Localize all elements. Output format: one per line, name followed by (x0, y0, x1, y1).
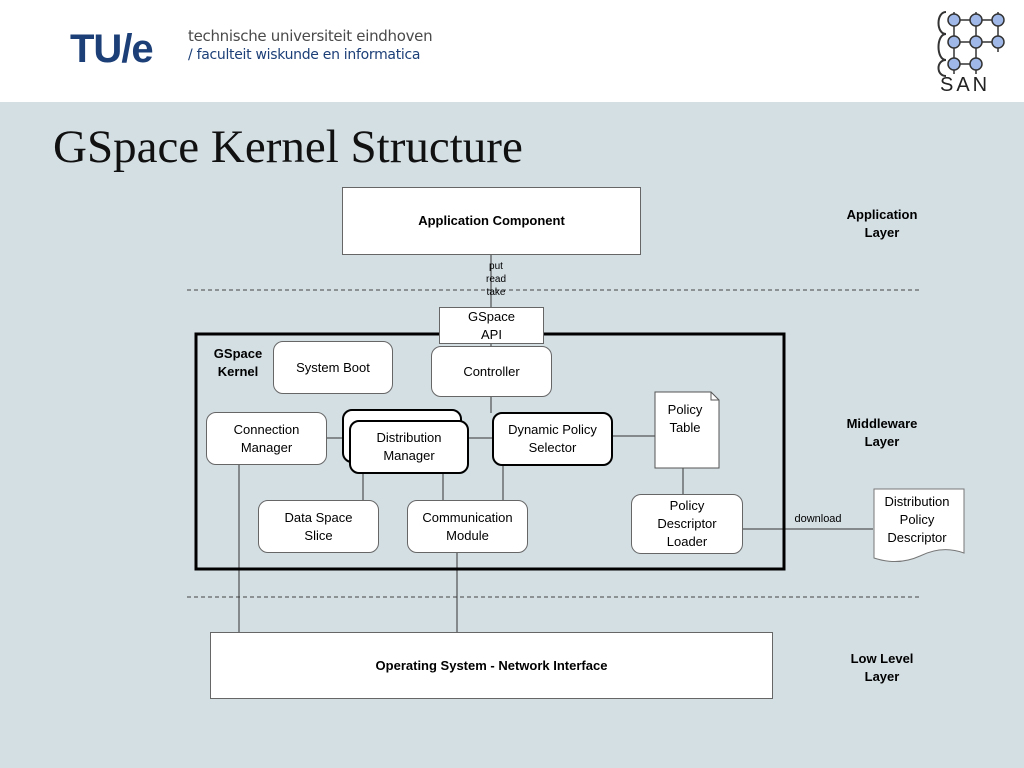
dynamic-policy-selector-box: Dynamic Policy Selector (492, 412, 613, 466)
download-label: download (794, 513, 842, 525)
application-component-box: Application Component (342, 187, 641, 255)
slide-title: GSpace Kernel Structure (53, 121, 523, 173)
connection-manager-box: Connection Manager (206, 412, 327, 465)
san-logo-text: SAN (940, 74, 991, 96)
middleware-layer-label: Middleware Layer (846, 416, 918, 449)
gspace-kernel-label: GSpace Kernel (213, 346, 263, 379)
controller-box: Controller (431, 346, 552, 397)
distribution-policy-descriptor-label: Distribution Policy Descriptor (884, 494, 950, 545)
system-boot-box: System Boot (273, 341, 393, 394)
policy-table-label: Policy Table (667, 402, 703, 435)
san-logo (937, 11, 1005, 77)
policy-descriptor-loader-box: Policy Descriptor Loader (631, 494, 743, 554)
os-network-interface-box: Operating System - Network Interface (210, 632, 773, 699)
low-level-layer-label: Low Level Layer (850, 651, 914, 684)
header-bar: TU/e technische universiteit eindhoven /… (0, 0, 1024, 102)
distribution-manager-box: Distribution Manager (349, 420, 469, 474)
communication-module-box: Communication Module (407, 500, 528, 553)
data-space-slice-box: Data Space Slice (258, 500, 379, 553)
university-name: technische universiteit eindhoven (188, 27, 433, 45)
faculty-name: / faculteit wiskunde en informatica (188, 47, 421, 63)
distribution-policy-descriptor-shape (873, 488, 965, 562)
tue-logo: TU/e (70, 27, 154, 71)
policy-table-shape (654, 391, 720, 469)
api-operations-label: put read take (485, 261, 506, 298)
gspace-api-box: GSpace API (439, 307, 544, 344)
application-layer-label: Application Layer (846, 207, 918, 240)
